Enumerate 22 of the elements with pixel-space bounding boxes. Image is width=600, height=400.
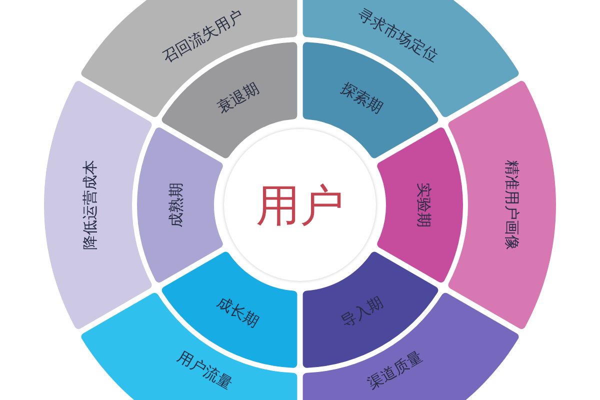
- inner-ring-segment: [137, 127, 223, 283]
- segment-label: 用户流量: [174, 346, 236, 392]
- segment-label: 衰退期: [214, 78, 262, 117]
- segment-label: 实验期: [415, 182, 433, 228]
- segment-label: 导入期: [338, 293, 386, 332]
- center-label: 用户: [256, 180, 344, 234]
- outer-ring-segment: [448, 80, 557, 330]
- segment-label: 渠道质量: [364, 346, 426, 392]
- segment-label: 探索期: [338, 78, 386, 117]
- outer-ring-segment: [43, 80, 152, 330]
- segment-label: 召回流失用户: [159, 6, 246, 66]
- segment-label: 成长期: [214, 293, 262, 332]
- segment-label: 降低运营成本: [81, 160, 99, 250]
- outer-ring-segment: [81, 292, 298, 400]
- outer-ring-segment: [302, 292, 519, 400]
- center-circle: [224, 129, 376, 281]
- outer-ring-segment: [302, 0, 519, 118]
- segment-label: 精准用户画像: [503, 160, 521, 250]
- segment-label: 寻求市场定位: [354, 4, 442, 66]
- segment-label: 成熟期: [167, 182, 185, 228]
- outer-ring-segment: [81, 0, 298, 118]
- inner-ring-segment: [377, 127, 463, 283]
